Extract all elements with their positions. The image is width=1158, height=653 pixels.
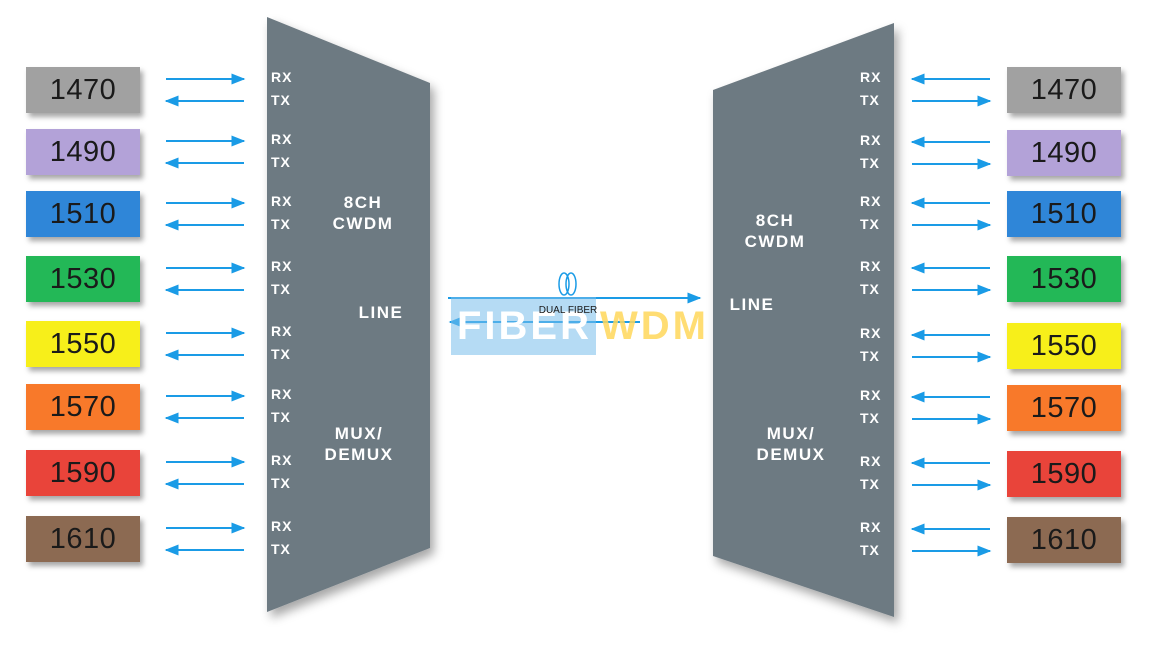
left-port-1590: 1590 bbox=[26, 450, 140, 496]
rx-label: RX bbox=[271, 323, 293, 339]
left-rxtx-1570: RX TX bbox=[271, 383, 292, 429]
left-port-1490: 1490 bbox=[26, 129, 140, 175]
tx-label: TX bbox=[271, 541, 291, 557]
right-port-1590: 1590 bbox=[1007, 451, 1121, 497]
rx-label: RX bbox=[860, 519, 882, 535]
left-rxtx-1490: RX TX bbox=[271, 128, 292, 174]
left-port-1610: 1610 bbox=[26, 516, 140, 562]
tx-label: TX bbox=[860, 155, 880, 171]
rx-label: RX bbox=[271, 69, 293, 85]
right-port-1470: 1470 bbox=[1007, 67, 1121, 113]
left-port-1510: 1510 bbox=[26, 191, 140, 237]
watermark-part-b: WDM bbox=[600, 303, 709, 348]
rx-label: RX bbox=[860, 387, 882, 403]
dual-fiber-label: DUAL FIBER bbox=[538, 305, 598, 316]
right-rxtx-1550: RX TX bbox=[860, 322, 881, 368]
right-rxtx-1490: RX TX bbox=[860, 129, 881, 175]
left-rxtx-1510: RX TX bbox=[271, 190, 292, 236]
left-port-1550: 1550 bbox=[26, 321, 140, 367]
left-rxtx-1610: RX TX bbox=[271, 515, 292, 561]
right-rxtx-1510: RX TX bbox=[860, 190, 881, 236]
tx-label: TX bbox=[271, 409, 291, 425]
rx-label: RX bbox=[271, 386, 293, 402]
tx-label: TX bbox=[860, 348, 880, 364]
right-port-1490: 1490 bbox=[1007, 130, 1121, 176]
rx-label: RX bbox=[860, 258, 882, 274]
left-rxtx-1550: RX TX bbox=[271, 320, 292, 366]
rx-label: RX bbox=[860, 69, 882, 85]
left-port-1470: 1470 bbox=[26, 67, 140, 113]
left-rxtx-1530: RX TX bbox=[271, 255, 292, 301]
right-line-label: LINE bbox=[729, 295, 775, 314]
right-rxtx-1590: RX TX bbox=[860, 450, 881, 496]
tx-label: TX bbox=[271, 216, 291, 232]
right-mux-label: MUX/ DEMUX bbox=[756, 424, 826, 464]
left-port-1530: 1530 bbox=[26, 256, 140, 302]
watermark-logo: FIBER WDM bbox=[451, 297, 709, 355]
left-rxtx-1470: RX TX bbox=[271, 66, 292, 112]
rx-label: RX bbox=[271, 518, 293, 534]
right-rxtx-1530: RX TX bbox=[860, 255, 881, 301]
tx-label: TX bbox=[271, 475, 291, 491]
left-line-label: LINE bbox=[358, 303, 404, 322]
tx-label: TX bbox=[860, 410, 880, 426]
rx-label: RX bbox=[271, 131, 293, 147]
rx-label: RX bbox=[271, 452, 293, 468]
right-rxtx-1470: RX TX bbox=[860, 66, 881, 112]
tx-label: TX bbox=[271, 346, 291, 362]
rx-label: RX bbox=[860, 132, 882, 148]
left-mux-label: MUX/ DEMUX bbox=[324, 424, 394, 464]
right-port-1510: 1510 bbox=[1007, 191, 1121, 237]
tx-label: TX bbox=[271, 281, 291, 297]
right-port-1550: 1550 bbox=[1007, 323, 1121, 369]
left-port-1570: 1570 bbox=[26, 384, 140, 430]
right-port-1610: 1610 bbox=[1007, 517, 1121, 563]
tx-label: TX bbox=[860, 281, 880, 297]
tx-label: TX bbox=[860, 542, 880, 558]
dual-fiber-icon bbox=[558, 272, 577, 296]
tx-label: TX bbox=[860, 92, 880, 108]
right-rxtx-1610: RX TX bbox=[860, 516, 881, 562]
rx-label: RX bbox=[860, 453, 882, 469]
right-port-1530: 1530 bbox=[1007, 256, 1121, 302]
rx-label: RX bbox=[271, 193, 293, 209]
tx-label: TX bbox=[860, 216, 880, 232]
left-cwdm-label: 8CH CWDM bbox=[332, 193, 394, 233]
rx-label: RX bbox=[860, 325, 882, 341]
right-port-1570: 1570 bbox=[1007, 385, 1121, 431]
right-mux-body bbox=[713, 23, 894, 617]
tx-label: TX bbox=[271, 154, 291, 170]
tx-label: TX bbox=[271, 92, 291, 108]
right-cwdm-label: 8CH CWDM bbox=[744, 211, 806, 251]
rx-label: RX bbox=[860, 193, 882, 209]
right-rxtx-1570: RX TX bbox=[860, 384, 881, 430]
left-rxtx-1590: RX TX bbox=[271, 449, 292, 495]
watermark-part-a: FIBER bbox=[451, 297, 596, 355]
tx-label: TX bbox=[860, 476, 880, 492]
rx-label: RX bbox=[271, 258, 293, 274]
left-mux-body bbox=[267, 17, 430, 612]
